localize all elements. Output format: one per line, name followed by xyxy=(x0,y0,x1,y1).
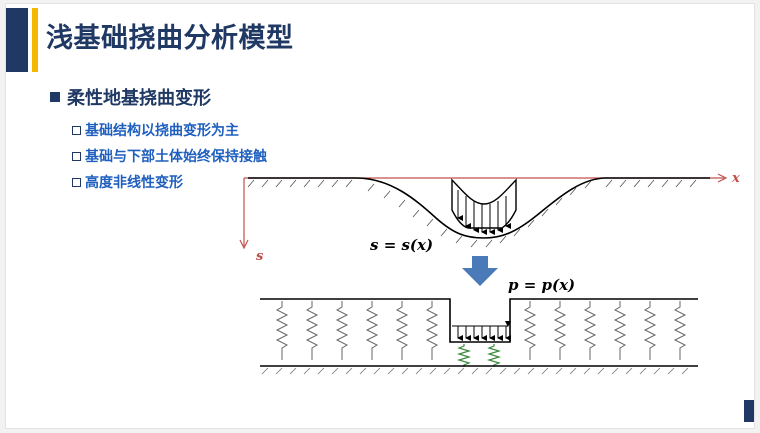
hollow-square-bullet-icon xyxy=(72,177,81,187)
soil-springs-left xyxy=(275,301,439,360)
slide: 浅基础挠曲分析模型 柔性地基挠曲变形 基础结构以挠曲变形为主 基础与下部土体始终… xyxy=(6,4,754,428)
soil-hatch xyxy=(247,179,697,248)
square-bullet-icon xyxy=(50,92,60,102)
settlement-equation: s = s(x) xyxy=(370,236,433,254)
hollow-square-bullet-icon xyxy=(72,125,81,135)
sub-bullet-item: 基础结构以挠曲变形为主 xyxy=(72,117,267,143)
sub-bullet-text: 基础结构以挠曲变形为主 xyxy=(85,123,239,139)
compressed-springs xyxy=(456,344,502,367)
s-axis-label: s xyxy=(256,249,264,264)
pressure-equation: p = p(x) xyxy=(508,276,575,294)
transition-arrow-icon xyxy=(462,256,498,286)
pressure-eq-lhs: p xyxy=(508,276,519,294)
pressure-eq-rhs: p(x) xyxy=(542,276,576,294)
settlement-profile-diagram: x s s xyxy=(239,171,740,264)
hollow-square-bullet-icon xyxy=(72,151,81,161)
sub-bullet-text: 基础与下部土体始终保持接触 xyxy=(85,149,267,165)
equals-sign: = xyxy=(524,276,542,294)
sub-bullet-list: 基础结构以挠曲变形为主 基础与下部土体始终保持接触 高度非线性变形 xyxy=(72,117,267,195)
main-bullet-text: 柔性地基挠曲变形 xyxy=(67,88,211,109)
equals-sign: = xyxy=(384,236,402,254)
s-axis-arrow-icon xyxy=(239,239,249,250)
settlement-eq-rhs: s(x) xyxy=(401,236,433,254)
contact-pressure-block xyxy=(451,178,517,229)
x-axis-label: x xyxy=(731,171,740,186)
foundation-deflection-diagram: x s s xyxy=(239,171,740,375)
slide-title: 浅基础挠曲分析模型 xyxy=(46,23,294,54)
pressure-arrows xyxy=(457,190,511,235)
sub-bullet-item: 高度非线性变形 xyxy=(72,169,267,195)
deflected-ground-surface xyxy=(248,177,710,239)
foundation-beam xyxy=(260,298,698,343)
settlement-eq-lhs: s xyxy=(370,236,379,254)
title-accent-bar xyxy=(6,8,28,72)
base-hatch xyxy=(261,367,689,375)
x-axis-arrow-icon xyxy=(717,173,728,183)
main-bullet: 柔性地基挠曲变形 xyxy=(50,84,211,110)
soil-springs-right xyxy=(523,301,687,360)
winkler-spring-model xyxy=(260,298,698,375)
corner-accent-mark xyxy=(744,400,754,422)
sub-bullet-text: 高度非线性变形 xyxy=(85,175,183,191)
sub-bullet-item: 基础与下部土体始终保持接触 xyxy=(72,143,267,169)
title-accent-stripe xyxy=(32,8,38,72)
